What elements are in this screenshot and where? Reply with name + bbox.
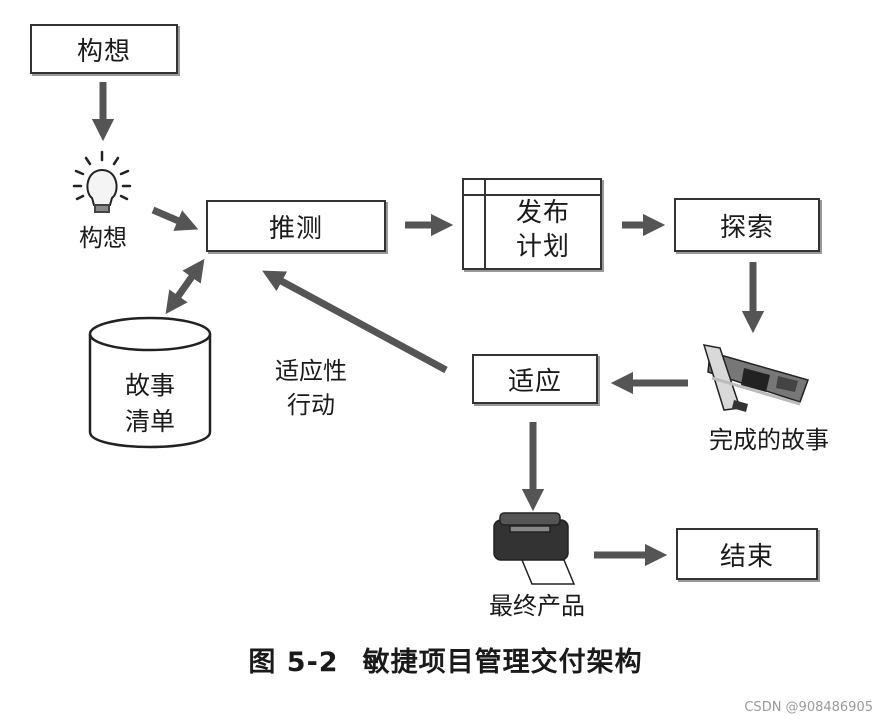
adaptive-action-label: 适应性 行动: [275, 357, 347, 419]
arrow-featurelist-speculate: [165, 258, 205, 315]
feature-list-label: 故事 清单: [124, 371, 175, 436]
arrow-idea-to-speculate: [151, 206, 199, 231]
speculate-label: 推测: [268, 213, 323, 244]
adapt-label: 适应: [507, 366, 562, 397]
final-product-label: 最终产品: [489, 592, 585, 620]
arrow-adapt-to-speculate: [262, 270, 448, 374]
figure-caption: 图 5-2 敏捷项目管理交付架构: [0, 640, 891, 679]
figure-number: 图 5-2: [248, 647, 339, 678]
close-label: 结束: [719, 541, 774, 572]
watermark: CSDN @908486905: [744, 700, 873, 715]
envision-label: 构想: [76, 36, 131, 67]
release-plan-box: 发布 计划: [462, 178, 602, 270]
figure-title: 敏捷项目管理交付架构: [362, 647, 643, 678]
feature-list-cylinder-icon: [88, 316, 212, 449]
release-plan-label: 发布 计划: [515, 198, 570, 262]
release-plan-header-bar: [464, 180, 600, 196]
adapt-box: 适应: [472, 354, 598, 404]
speculate-box: 推测: [206, 200, 386, 252]
explore-label: 探索: [719, 212, 774, 243]
release-plan-side-bar: [484, 180, 486, 268]
envision-idea-label: 构想: [79, 224, 127, 252]
lightbulb-icon: [72, 150, 132, 213]
printer-icon: [493, 512, 576, 585]
completed-features-label: 完成的故事: [709, 426, 829, 454]
network-card-icon: [702, 344, 809, 412]
envision-box: 构想: [30, 24, 178, 74]
close-box: 结束: [676, 528, 818, 580]
explore-box: 探索: [674, 198, 820, 252]
